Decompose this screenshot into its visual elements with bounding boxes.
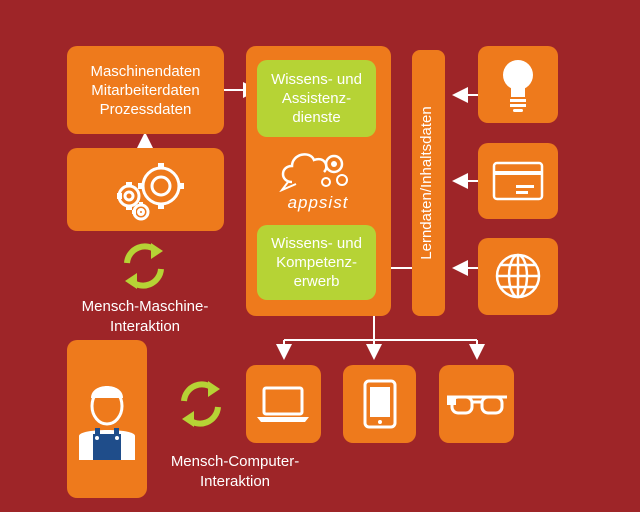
globe-box: [478, 238, 558, 315]
data-line-employee: Mitarbeiterdaten: [91, 81, 200, 99]
cycle-arrows-icon: [181, 381, 221, 427]
gears-icon: [117, 163, 184, 221]
cloud-gear-logo: [279, 153, 348, 192]
lightbulb-box: [478, 46, 558, 123]
data-sources-box: Maschinendaten Mitarbeiterdaten Prozessd…: [67, 46, 224, 134]
data-line-machine: Maschinendaten: [90, 62, 201, 80]
laptop-icon: [257, 386, 309, 422]
tablet-box: [343, 365, 416, 443]
competence-box: Wissens- und Kompetenz- erwerb: [257, 225, 376, 300]
cycle-arrows-icon: [124, 243, 164, 289]
laptop-box: [246, 365, 321, 443]
vertical-label: Lerndaten/Inhaltsdaten: [418, 106, 435, 260]
glasses-box: [439, 365, 514, 443]
learning-data-column: [412, 50, 445, 316]
label-human-computer-interaction: Mensch-Computer- Interaktion: [170, 453, 300, 490]
card-icon: [492, 161, 544, 201]
machine-box: [67, 148, 224, 231]
worker-icon: [79, 386, 135, 460]
worker-box: [67, 340, 147, 498]
smart-glasses-icon: [447, 395, 507, 415]
services-box: Wissens- und Assistenz- dienste: [257, 60, 376, 137]
logo-text: appsist: [287, 193, 349, 212]
label-human-machine-interaction: Mensch-Maschine- Interaktion: [81, 298, 209, 335]
data-line-process: Prozessdaten: [99, 100, 192, 118]
card-box: [478, 143, 558, 219]
globe-icon: [495, 253, 541, 299]
lightbulb-icon: [503, 60, 533, 112]
tablet-icon: [363, 379, 397, 429]
